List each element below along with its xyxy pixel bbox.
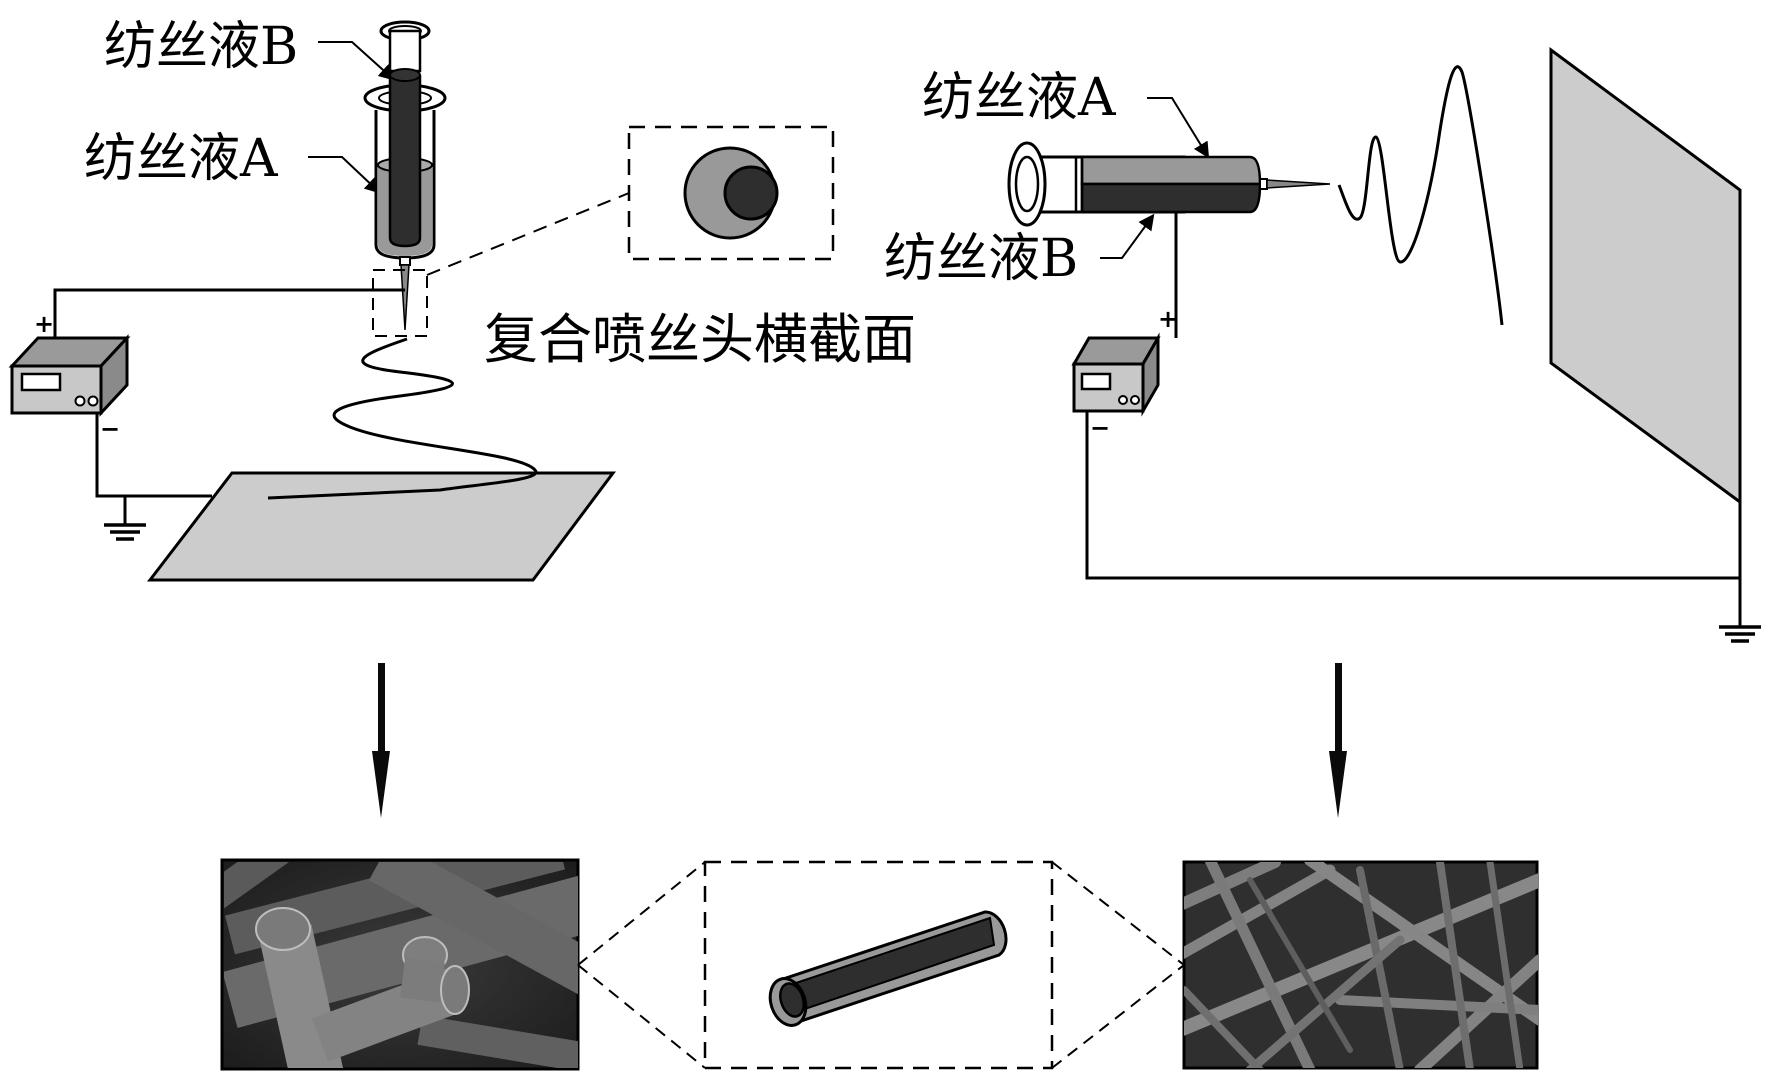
right-collector-plate xyxy=(1549,47,1742,505)
right-label-fluid-b: 纺丝液B xyxy=(884,229,1078,289)
center-fiber-model xyxy=(577,860,1185,1070)
power-knob xyxy=(1130,395,1140,405)
left-setup: 纺丝液B 纺丝液A xyxy=(8,17,916,582)
right-minus-sign: − xyxy=(1090,414,1110,442)
power-knob xyxy=(1118,395,1128,405)
right-ground-icon xyxy=(1719,625,1761,643)
left-down-arrow xyxy=(372,663,390,818)
right-syringe xyxy=(1007,141,1331,227)
right-setup: 纺丝液A 纺丝液B + xyxy=(884,47,1761,643)
power-display xyxy=(20,372,62,392)
left-leader-fluid-b xyxy=(318,41,395,81)
left-minus-sign: − xyxy=(100,415,120,443)
left-syringe xyxy=(363,20,447,331)
power-display xyxy=(1080,372,1112,391)
right-spinning-jet xyxy=(1337,65,1504,326)
right-label-fluid-a: 纺丝液A xyxy=(922,68,1117,128)
left-nozzle-highlight-box xyxy=(372,269,428,337)
left-plus-sign: + xyxy=(34,310,54,338)
zoom-connector-line xyxy=(426,192,630,276)
power-knob xyxy=(74,395,86,407)
right-leader-fluid-a xyxy=(1147,97,1210,159)
left-label-fluid-a: 纺丝液A xyxy=(84,129,279,189)
right-wire-negative xyxy=(1085,411,1740,580)
right-plus-sign: + xyxy=(1158,305,1178,333)
right-sem-image xyxy=(1182,860,1539,1070)
left-spinning-jet xyxy=(267,337,538,500)
power-knob xyxy=(87,395,99,407)
cross-section-fluid-b xyxy=(723,165,779,221)
right-leader-fluid-b xyxy=(1100,213,1155,259)
right-power-supply xyxy=(1071,332,1161,417)
left-wire-negative xyxy=(95,413,212,498)
left-leader-fluid-a xyxy=(308,156,381,194)
left-sem-image xyxy=(220,858,580,1071)
left-label-fluid-b: 纺丝液B xyxy=(104,17,298,77)
left-ground-icon xyxy=(104,496,146,541)
left-wire-positive xyxy=(53,288,405,348)
nozzle-cross-section-inset xyxy=(627,125,835,261)
right-down-arrow xyxy=(1329,663,1347,818)
left-collector-plate xyxy=(146,471,616,582)
cross-section-caption: 复合喷丝头横截面 xyxy=(484,308,916,371)
left-power-supply xyxy=(8,334,131,417)
